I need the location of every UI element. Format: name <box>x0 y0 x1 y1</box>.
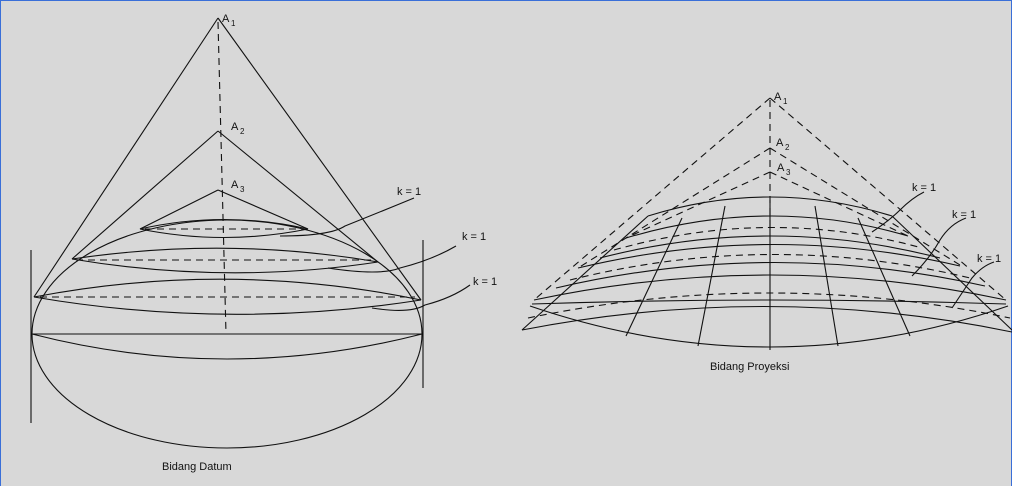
proj-parallel-d-dashed <box>569 253 971 281</box>
parallel2-lower <box>71 258 379 274</box>
svg-text:A: A <box>777 162 785 174</box>
cone3-right-generator <box>217 189 309 230</box>
proj-parallel-f-dashed <box>527 292 1011 319</box>
projection-figure: A 1 A 2 A 3 k = 1 k = 1 k = 1 Bidang Pro… <box>521 91 1012 373</box>
proj-parallel-a <box>647 196 893 217</box>
parallel2-upper <box>71 247 379 263</box>
svg-text:1: 1 <box>231 19 236 28</box>
proj-bottom-outer-arc <box>529 305 1009 348</box>
proj-cone-right-edge <box>769 97 1007 301</box>
proj-parallel-b <box>625 215 909 239</box>
svg-text:3: 3 <box>786 168 791 177</box>
datum-k-label-3: k = 1 <box>473 276 497 288</box>
svg-text:2: 2 <box>785 143 790 152</box>
proj-cone2-right-edge <box>769 147 961 266</box>
proj-parallel-b-dashed <box>613 226 923 251</box>
lower-parallel-curve <box>31 333 423 360</box>
parallel1-lower <box>33 296 422 315</box>
proj-cone3-right-edge <box>769 171 909 237</box>
proj-label-A2: A 2 <box>776 137 790 152</box>
proj-cone-left-edge <box>533 97 771 301</box>
proj-meridian-2 <box>697 205 726 347</box>
svg-text:A: A <box>231 179 239 191</box>
datum-k-label-1: k = 1 <box>397 186 421 198</box>
leader-k1-middle <box>327 245 457 273</box>
datum-k-label-2: k = 1 <box>462 231 486 243</box>
svg-text:A: A <box>222 13 230 25</box>
svg-text:A: A <box>774 91 782 103</box>
cone1-left-generator <box>33 17 219 298</box>
parallel3-lower <box>139 228 309 239</box>
proj-bottom-arc <box>531 299 1007 305</box>
cone2-right-generator <box>217 130 379 263</box>
proj-label-A3: A 3 <box>777 162 791 177</box>
proj-meridian-1 <box>625 217 683 337</box>
proj-k-label-2: k = 1 <box>952 209 976 221</box>
parallel1-upper <box>33 278 422 301</box>
parallel3-upper <box>139 218 309 230</box>
svg-text:2: 2 <box>240 127 245 136</box>
proj-meridian-4 <box>814 205 839 347</box>
cone2-left-generator <box>71 130 219 260</box>
svg-text:1: 1 <box>783 97 788 106</box>
cone1-right-generator <box>217 17 422 301</box>
projection-caption: Bidang Proyeksi <box>710 361 790 373</box>
proj-meridian-5 <box>857 217 911 337</box>
proj-label-A1: A 1 <box>774 91 788 106</box>
proj-leader-k1-top <box>871 191 925 233</box>
proj-boundary-right <box>891 215 1012 331</box>
proj-leader-k1-bottom <box>951 261 995 309</box>
leader-k1-top <box>279 197 415 237</box>
frame-margin-right <box>1012 0 1014 489</box>
cone3-left-generator <box>139 189 219 230</box>
proj-cone3-left-edge <box>625 171 771 239</box>
proj-parallel-outer <box>521 305 1012 333</box>
proj-leader-k1-middle <box>911 217 967 277</box>
datum-label-A2: A 2 <box>231 121 245 136</box>
frame-margin-bottom <box>0 486 1014 489</box>
datum-figure: A 1 A 2 A 3 k = 1 k = 1 k = 1 Bidang Dat… <box>30 13 497 473</box>
svg-text:3: 3 <box>240 185 245 194</box>
proj-k-label-1: k = 1 <box>912 182 936 194</box>
central-axis <box>217 21 227 335</box>
datum-label-A1: A 1 <box>222 13 236 28</box>
proj-boundary-left <box>521 215 649 331</box>
leader-k1-bottom <box>371 284 471 311</box>
datum-label-A3: A 3 <box>231 179 245 194</box>
svg-text:A: A <box>776 137 784 149</box>
proj-k-label-3: k = 1 <box>977 253 1001 265</box>
datum-caption: Bidang Datum <box>162 461 232 473</box>
proj-parallel-d <box>577 243 961 269</box>
proj-cone2-left-edge <box>577 147 771 269</box>
svg-text:A: A <box>231 121 239 133</box>
